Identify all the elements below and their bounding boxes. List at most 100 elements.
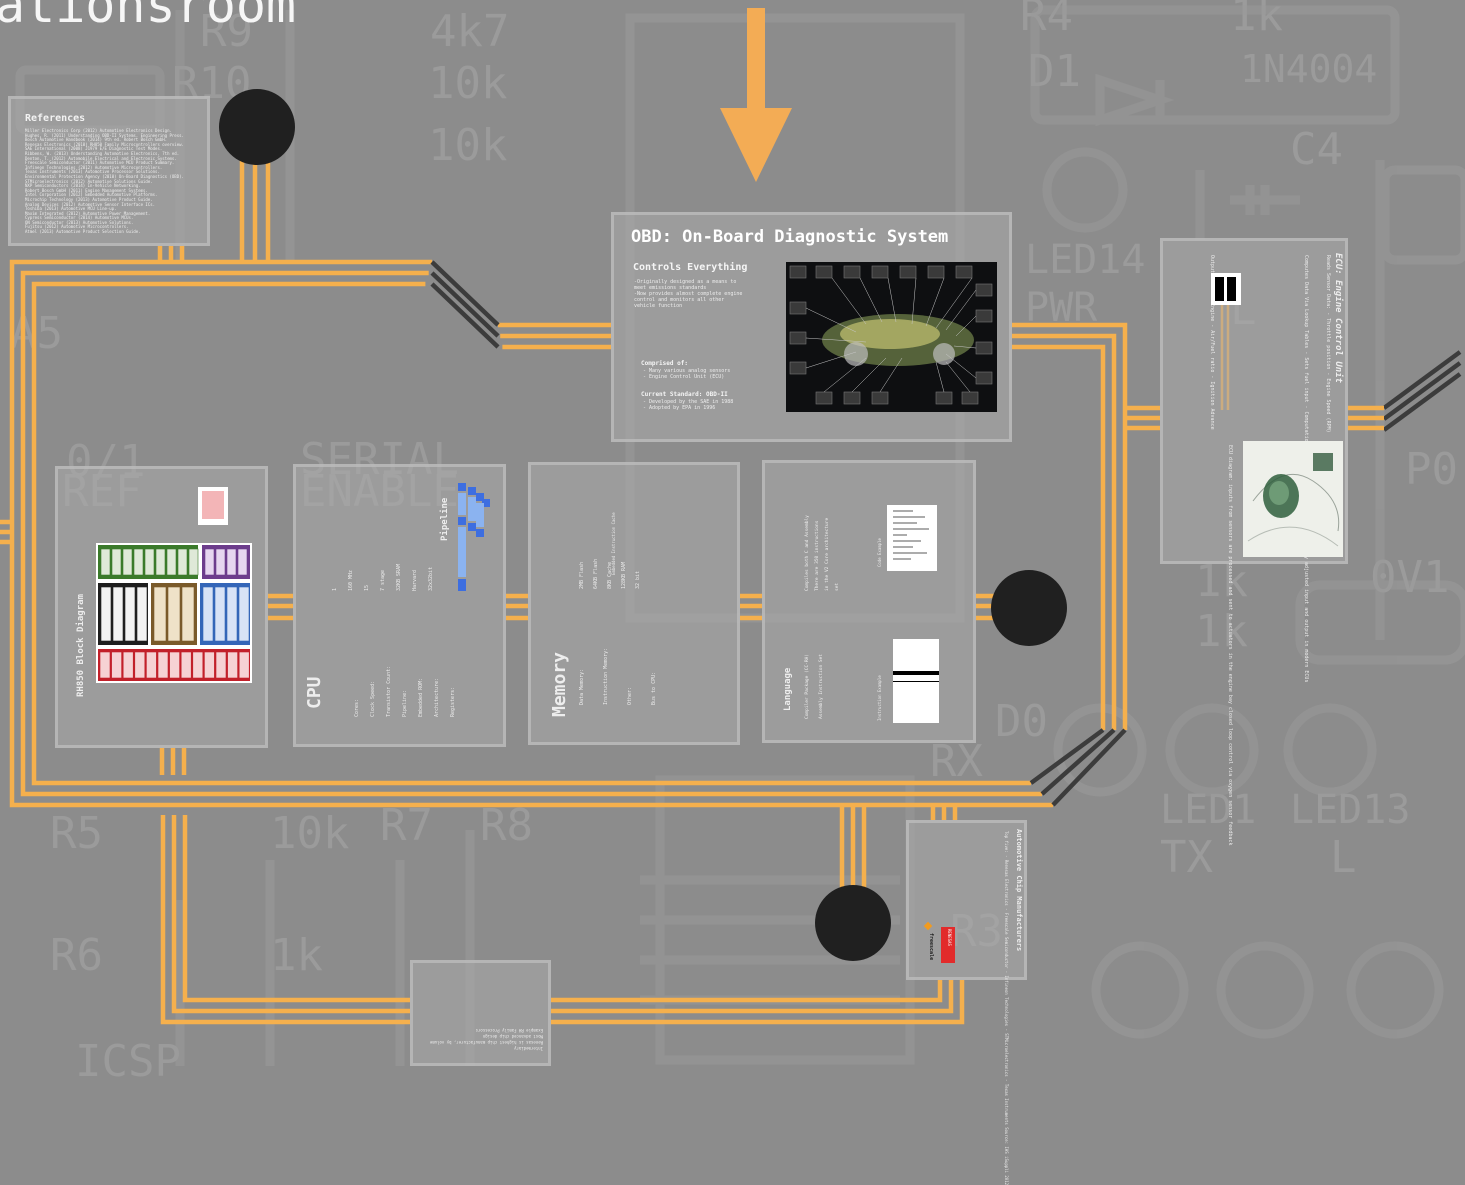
block-tile	[146, 651, 157, 679]
wire-segment	[1051, 728, 1127, 807]
connector-dot-right	[991, 570, 1067, 646]
block-tile	[237, 548, 248, 576]
block-tile	[100, 586, 112, 642]
ecu-title: ECU: Engine Control Unit	[1333, 253, 1343, 384]
block-tile	[134, 651, 146, 679]
block-tile	[122, 548, 133, 576]
obd-frame[interactable]: OBD: On-Board Diagnostic System Controls…	[611, 212, 1012, 442]
references-frame[interactable]: References Miller Electronics Corp (2012…	[8, 96, 210, 246]
ecu-frame[interactable]: ECU: Engine Control Unit Reads Sensor Da…	[1160, 238, 1348, 845]
block-tile	[214, 586, 226, 642]
block-tile	[166, 548, 177, 576]
summary-text: Intermediary Renesas is highest chip man…	[429, 1028, 543, 1051]
cpu-spec-label: Pipeline:	[402, 689, 408, 717]
language-title: Language	[783, 667, 793, 711]
background-label: 10k	[270, 808, 350, 859]
summary-frame[interactable]: Intermediary Renesas is highest chip man…	[410, 960, 551, 1066]
obd-standard-list: - Developed by the SAE in 1988 - Adopted…	[643, 399, 734, 411]
block-tile	[204, 548, 215, 576]
wire-segment	[1382, 361, 1462, 421]
background-label: R5	[50, 808, 103, 859]
memory-spec-value: 2MB Flash	[579, 561, 585, 589]
block-tile	[144, 548, 155, 576]
wire-segment	[430, 260, 500, 327]
wire-segment	[160, 815, 410, 1025]
block-tile	[204, 651, 215, 679]
memory-spec-value: 64KB Flash	[593, 558, 599, 589]
block-tile	[167, 586, 181, 642]
ecu-reads: Reads Sensor Data: - Throttle position -…	[1325, 255, 1331, 433]
memory-spec-value: 128KB RAM	[621, 561, 627, 589]
background-label: 4k7	[430, 6, 510, 57]
block-diagram-pink-chip	[198, 487, 228, 525]
cpu-spec-label: Clock Speed:	[370, 680, 376, 717]
block-tile	[100, 548, 111, 576]
obd-controls-heading: Controls Everything	[633, 262, 748, 273]
language-frame[interactable]: Language Code Example Instruction Exampl…	[762, 460, 976, 743]
references-list: Miller Electronics Corp (2012) Automotiv…	[25, 128, 184, 235]
car-sensor-diagram-image	[786, 262, 997, 412]
block-tile	[227, 651, 238, 679]
wire-segment	[1029, 728, 1105, 785]
block-tile	[124, 586, 136, 642]
background-label: 1k	[270, 930, 323, 981]
cpu-spec-value: Harvard	[412, 569, 418, 591]
references-title: References	[25, 113, 86, 124]
wire-segment	[1012, 322, 1128, 730]
background-label: 10k	[428, 120, 508, 171]
manufacturers-frame[interactable]: Automotive Chip Manufacturers Top five: …	[906, 820, 1027, 1185]
background-label: PWR	[1025, 285, 1098, 331]
wire-segment	[171, 815, 410, 1014]
obd-bullets: -Originally designed as a means to meet …	[634, 279, 743, 309]
block-tile	[111, 548, 122, 576]
block-tile	[238, 586, 250, 642]
memory-spec-value: 32 bit	[635, 570, 641, 589]
block-tile	[181, 586, 195, 642]
block-tile	[111, 651, 122, 679]
memory-title: Memory	[549, 651, 570, 717]
background-label: R8	[480, 800, 533, 851]
instruction-example-caption: Instruction Example	[877, 675, 882, 721]
cpu-spec-value: 15	[364, 584, 370, 591]
wire-segment	[20, 270, 1042, 797]
cpu-spec-value: 32KB SRAM	[396, 563, 402, 591]
block-tile	[215, 651, 227, 679]
wire-segment	[551, 980, 954, 1014]
language-spec-value: in the V2 Core architecture	[825, 517, 830, 591]
block-tile	[177, 548, 188, 576]
block-tile	[215, 548, 226, 576]
background-label: 1k	[1195, 606, 1248, 657]
wire-segment	[430, 282, 500, 349]
block-tile	[188, 548, 199, 576]
cpu-spec-label: Architecture:	[434, 677, 440, 717]
memory-frame[interactable]: Memory Embedded Instruction Cache Data M…	[528, 462, 740, 745]
cpu-spec-label: Embedded ROM:	[418, 677, 424, 717]
code-example-caption: Code Example	[877, 538, 882, 567]
block-tile	[180, 651, 192, 679]
obd-comprised-heading: Comprised of:	[641, 360, 688, 367]
cpu-spec-value: 1	[332, 587, 338, 591]
background-label: C4	[1290, 124, 1343, 175]
language-spec-value: There are 350 instructions	[815, 520, 820, 591]
connector-dot-bottom	[815, 885, 891, 961]
manufacturers-title: Automotive Chip Manufacturers	[1015, 829, 1023, 952]
background-label: D0	[995, 696, 1048, 747]
block-diagram-frame[interactable]: RH850 Block Diagram	[55, 466, 268, 748]
memory-spec-value: 8KB Cache	[607, 561, 613, 589]
wire-segment	[430, 271, 500, 338]
block-tile	[153, 586, 167, 642]
block-tile	[226, 548, 237, 576]
wire-segment	[1040, 728, 1116, 796]
background-label: LED13	[1290, 787, 1411, 833]
background-label: 1N4004	[1240, 47, 1378, 91]
block-tile	[136, 586, 148, 642]
code-example-image	[887, 505, 937, 571]
cpu-frame[interactable]: CPU Pipeline Cores:Clock Speed:Transisto…	[293, 464, 506, 747]
wire-segment	[1012, 344, 1106, 730]
block-tile	[192, 651, 204, 679]
block-tile	[155, 548, 166, 576]
background-label: R9	[200, 6, 253, 57]
block-tile	[99, 651, 111, 679]
block-tile	[238, 651, 250, 679]
wire-segment	[551, 980, 943, 1003]
